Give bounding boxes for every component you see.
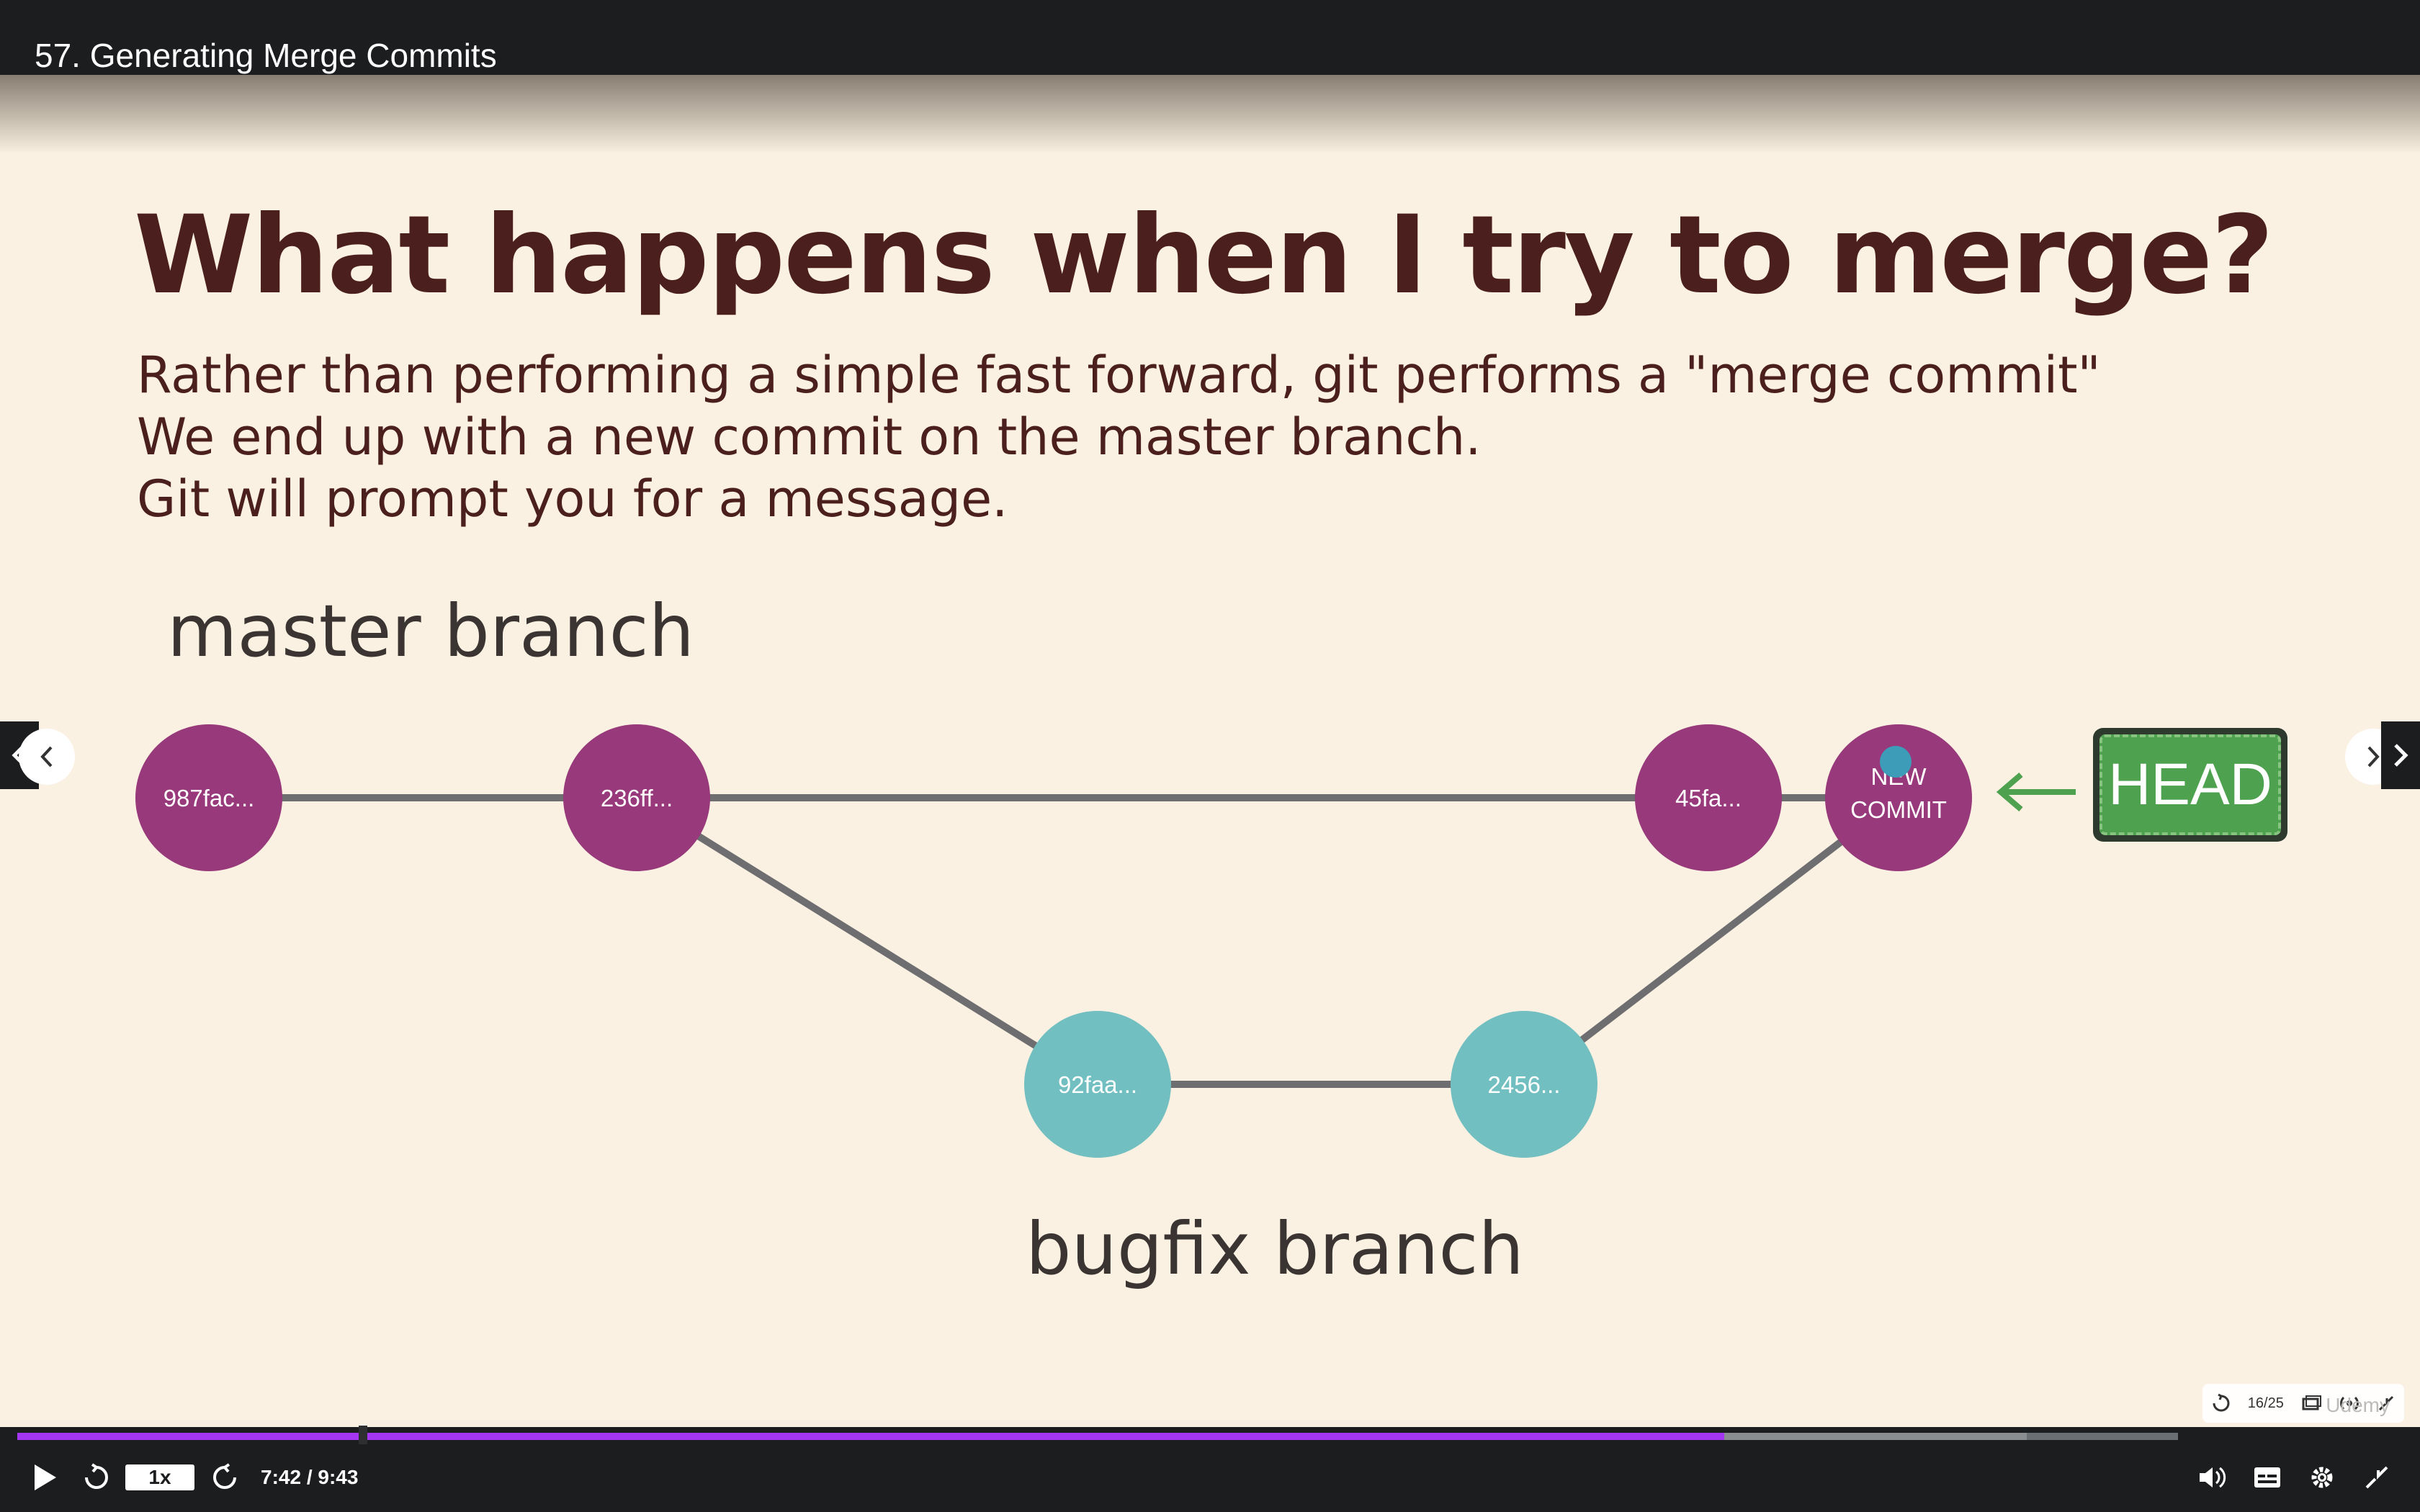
commit-node-236ff: 236ff... — [563, 724, 710, 871]
next-slide-button[interactable] — [2381, 721, 2420, 789]
video-title: 57. Generating Merge Commits — [35, 37, 497, 74]
commit-label-92faa: 92faa... — [1058, 1071, 1137, 1098]
commit-label-45fa: 45fa... — [1675, 785, 1742, 811]
collapse-icon[interactable] — [2377, 1394, 2396, 1413]
speed-button[interactable]: 1x — [125, 1454, 194, 1500]
commit-label-236ff: 236ff... — [601, 785, 673, 811]
chevron-right-icon — [2394, 744, 2408, 767]
restart-icon[interactable] — [2211, 1393, 2231, 1413]
exit-fullscreen-icon — [2365, 1466, 2388, 1489]
progress-played — [17, 1433, 1724, 1440]
head-arrow — [1996, 772, 2076, 812]
chevron-left-icon — [40, 746, 53, 768]
slide-body-line-3: Git will prompt you for a message. — [137, 469, 1008, 528]
window-icon[interactable] — [2300, 1395, 2322, 1412]
video-control-bar — [0, 1427, 2420, 1512]
forward-button[interactable] — [203, 1454, 246, 1500]
progress-bar[interactable] — [17, 1433, 2178, 1440]
rewind-button[interactable] — [75, 1454, 118, 1500]
previous-slide-circle[interactable] — [19, 729, 75, 785]
play-icon — [35, 1464, 56, 1490]
commit-label-new-line2: COMMIT — [1850, 796, 1947, 823]
forward-icon — [213, 1463, 236, 1489]
progress-thumb[interactable] — [359, 1426, 367, 1444]
settings-button[interactable] — [2302, 1454, 2342, 1500]
time-text: 7:42 / 9:43 — [261, 1466, 359, 1488]
edge-236-92faa — [635, 794, 1100, 1088]
slide-body-line-2: We end up with a new commit on the maste… — [137, 408, 1482, 467]
time-display: 7:42 / 9:43 — [261, 1454, 358, 1500]
slide-counter: 16/25 — [2247, 1395, 2284, 1411]
commit-label-987fac: 987fac... — [163, 785, 255, 811]
bugfix-branch-label: bugfix branch — [1026, 1207, 1524, 1291]
master-branch-label: master branch — [167, 589, 695, 673]
commit-node-987fac: 987fac... — [135, 724, 282, 871]
slide-title: What happens when I try to merge? — [134, 193, 2274, 318]
slide-body-line-1: Rather than performing a simple fast for… — [137, 346, 2101, 405]
cursor-dot — [1880, 746, 1912, 778]
commit-node-new: NEW COMMIT — [1825, 724, 1972, 871]
volume-button[interactable] — [2192, 1454, 2233, 1500]
head-label: HEAD — [2099, 734, 2281, 835]
exit-fullscreen-button[interactable] — [2357, 1454, 2397, 1500]
slide-mini-controls: 16/25 Udemy — [2202, 1384, 2404, 1423]
udemy-watermark: Udemy — [2326, 1394, 2390, 1416]
commit-label-2456: 2456... — [1488, 1071, 1561, 1098]
volume-icon — [2200, 1467, 2226, 1488]
commit-node-45fa: 45fa... — [1635, 724, 1782, 871]
chevron-right-icon — [2367, 746, 2380, 768]
captions-icon — [2254, 1467, 2280, 1488]
head-pointer: HEAD — [2093, 728, 2287, 842]
slide-body: Rather than performing a simple fast for… — [137, 344, 2101, 530]
graph-edges — [209, 794, 1901, 1088]
title-bar-shadow — [0, 75, 2420, 154]
speed-label: 1x — [125, 1464, 194, 1490]
rewind-icon — [85, 1463, 108, 1489]
broadcast-icon[interactable] — [2339, 1395, 2360, 1412]
commit-node-2456: 2456... — [1451, 1011, 1597, 1158]
video-title-bar: 57. Generating Merge Commits — [0, 0, 2420, 75]
gear-icon — [2311, 1467, 2333, 1488]
captions-button[interactable] — [2247, 1454, 2287, 1500]
play-button[interactable] — [22, 1454, 68, 1500]
commit-node-92faa: 92faa... — [1024, 1011, 1171, 1158]
edge-2456-new — [1521, 795, 1901, 1087]
